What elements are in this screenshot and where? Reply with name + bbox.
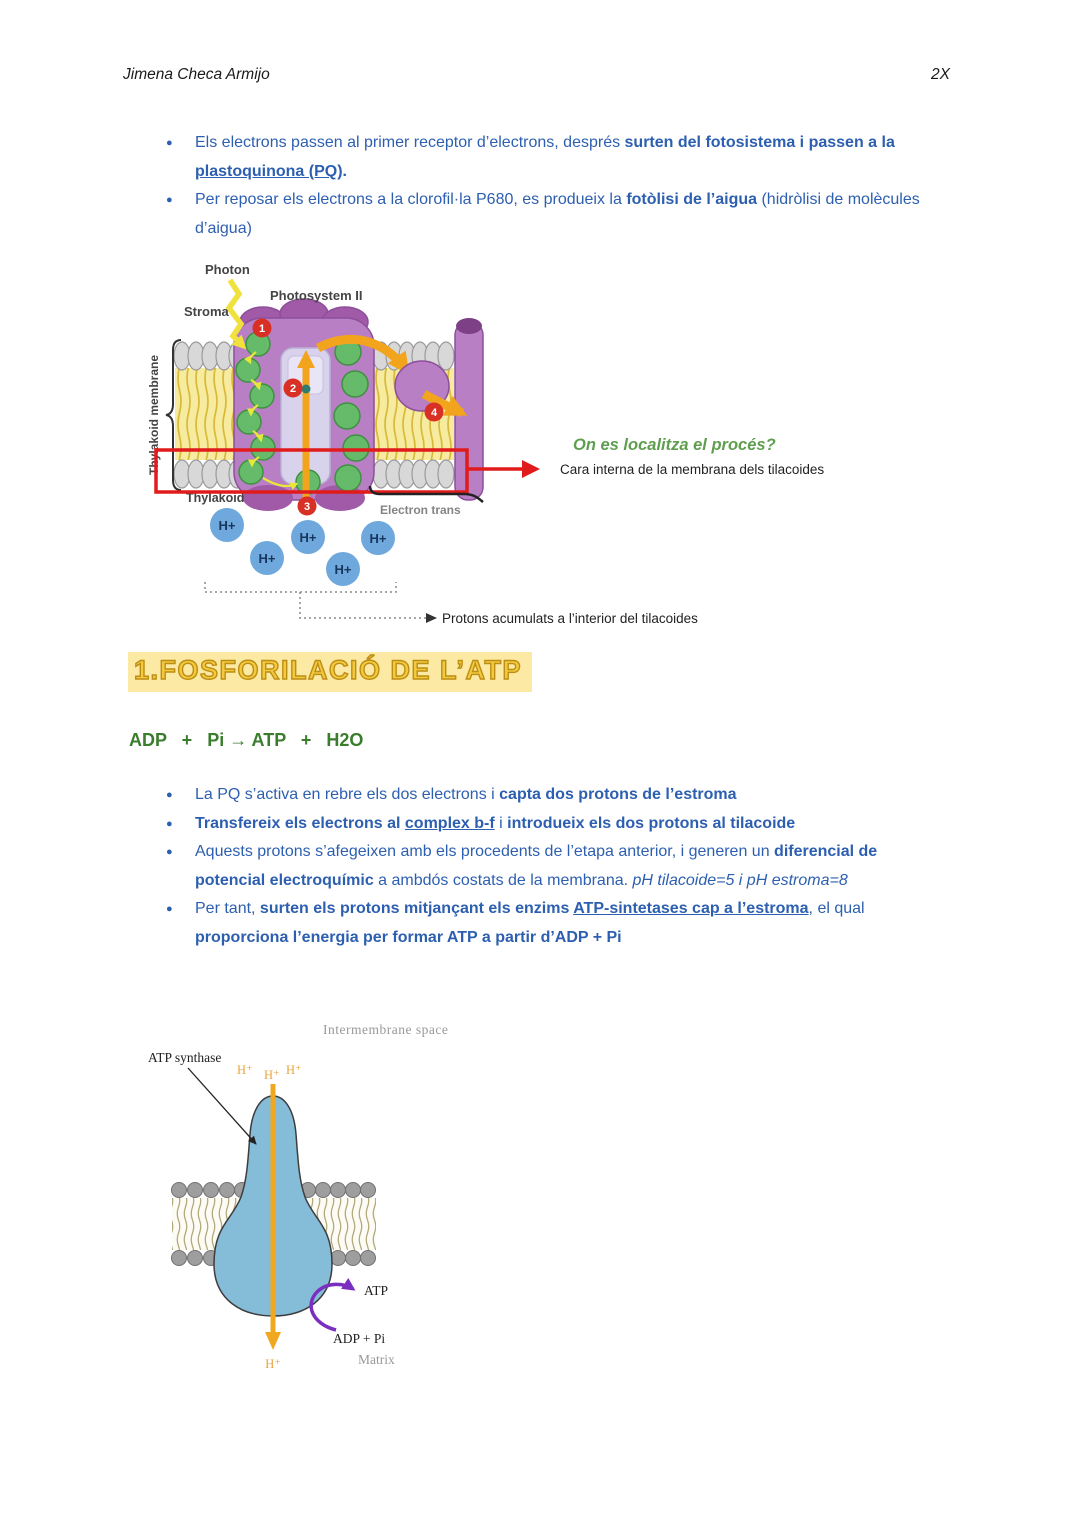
atp-label: ATP (364, 1283, 388, 1298)
list-item: ● Per reposar els electrons a la clorofi… (166, 186, 943, 243)
list-item: ● Transfereix els electrons al complex b… (166, 810, 943, 839)
section-heading: 1.FOSFORILACIÓ DE L’ATP (128, 652, 533, 692)
electron-transport-arrows (315, 335, 468, 418)
svg-text:H+: H+ (370, 531, 387, 546)
matrix-label: Matrix (358, 1352, 395, 1367)
bullet-marker: ● (166, 137, 173, 149)
electron-transport-bracket (368, 485, 484, 503)
step-2: 2 (290, 383, 296, 395)
bullet-marker: ● (166, 817, 173, 830)
proton-label-bottom: H⁺ (265, 1357, 281, 1371)
photon-arrow (225, 278, 247, 350)
chlorophyll-pigments (235, 331, 370, 495)
svg-text:H⁺: H⁺ (264, 1068, 280, 1082)
step-1: 1 (259, 323, 265, 335)
page-header: Jimena Checa Armijo 2X (123, 66, 950, 84)
svg-text:H+: H+ (300, 530, 317, 545)
list-item: ● Els electrons passen al primer recepto… (166, 129, 943, 186)
thylakoid-membrane-label: Thylakoid membrane (148, 355, 161, 475)
bullet-text: La PQ s’activa en rebre els dos electron… (195, 786, 737, 803)
protons-annotation: Protons acumulats a l’interior del tilac… (204, 582, 698, 626)
svg-text:H+: H+ (219, 518, 236, 533)
page-number: 2X (931, 66, 950, 83)
protons-note: Protons acumulats a l’interior del tilac… (442, 611, 698, 626)
stroma-label: Stroma (184, 304, 230, 319)
bullet-list-photosystem: ● Els electrons passen al primer recepto… (166, 129, 943, 243)
bullet-marker: ● (166, 846, 173, 858)
atp-equation: ADP + Pi → ATP + H2O (129, 730, 364, 750)
location-answer: Cara interna de la membrana dels tilacoi… (560, 462, 824, 477)
svg-text:H⁺: H⁺ (237, 1063, 253, 1077)
thylakoid-membrane-left (173, 341, 246, 489)
atp-synthase-figure: Intermembrane space ATP synthase H⁺ H⁺ H… (148, 1022, 448, 1371)
step-4: 4 (431, 407, 438, 419)
list-item: ● La PQ s’activa en rebre els dos electr… (166, 781, 943, 810)
electron-transport-partial-label: Electron trans (380, 503, 461, 517)
bullet-text: Transfereix els electrons al complex b-f… (195, 814, 796, 832)
inner-face-highlight-box (154, 448, 469, 494)
atp-synthase-pointer (187, 1067, 257, 1145)
bullet-marker: ● (166, 903, 173, 915)
bullet-text: Per reposar els electrons a la clorofil·… (195, 191, 920, 237)
photosystem-label: Photosystem II (270, 288, 362, 303)
bullet-marker: ● (166, 789, 173, 801)
photosystem-II-figure: Photon Photosystem II Stroma Thylakoid T… (148, 262, 824, 626)
author-name: Jimena Checa Armijo (123, 66, 270, 83)
thylakoid-label: Thylakoid (186, 491, 244, 505)
adp-to-atp-arrow (309, 1278, 356, 1332)
atp-synthase-label: ATP synthase (148, 1050, 221, 1065)
svg-text:H⁺: H⁺ (286, 1063, 302, 1077)
bullet-list-phosphorylation: ● La PQ s’activa en rebre els dos electr… (166, 781, 943, 952)
svg-text:H+: H+ (259, 551, 276, 566)
photon-label: Photon (205, 262, 250, 277)
energy-transfer-arrows (243, 351, 299, 490)
membrane-brace (165, 339, 182, 491)
proton-flow-arrow (265, 1084, 281, 1350)
intermembrane-space-label: Intermembrane space (323, 1022, 448, 1037)
adp-pi-label: ADP + Pi (333, 1331, 385, 1346)
proton-circles: H+ H+ H+ H+ H+ (210, 508, 395, 586)
proton-labels-top: H⁺ H⁺ H⁺ (237, 1063, 302, 1082)
list-item: ● Per tant, surten els protons mitjançan… (166, 895, 943, 952)
location-question: On es localitza el procés? (573, 436, 776, 454)
list-item: ● Aquests protons s’afegeixen amb els pr… (166, 838, 943, 895)
svg-text:H+: H+ (335, 562, 352, 577)
step-3: 3 (304, 501, 310, 513)
electron-path-arrow (297, 350, 315, 514)
bullet-marker: ● (166, 194, 173, 206)
step-markers: 1 2 3 4 (252, 318, 444, 516)
bullet-text: Aquests protons s’afegeixen amb els proc… (195, 843, 878, 889)
bullet-text: Per tant, surten els protons mitjançant … (195, 900, 865, 946)
bullet-text: Els electrons passen al primer receptor … (195, 134, 895, 180)
